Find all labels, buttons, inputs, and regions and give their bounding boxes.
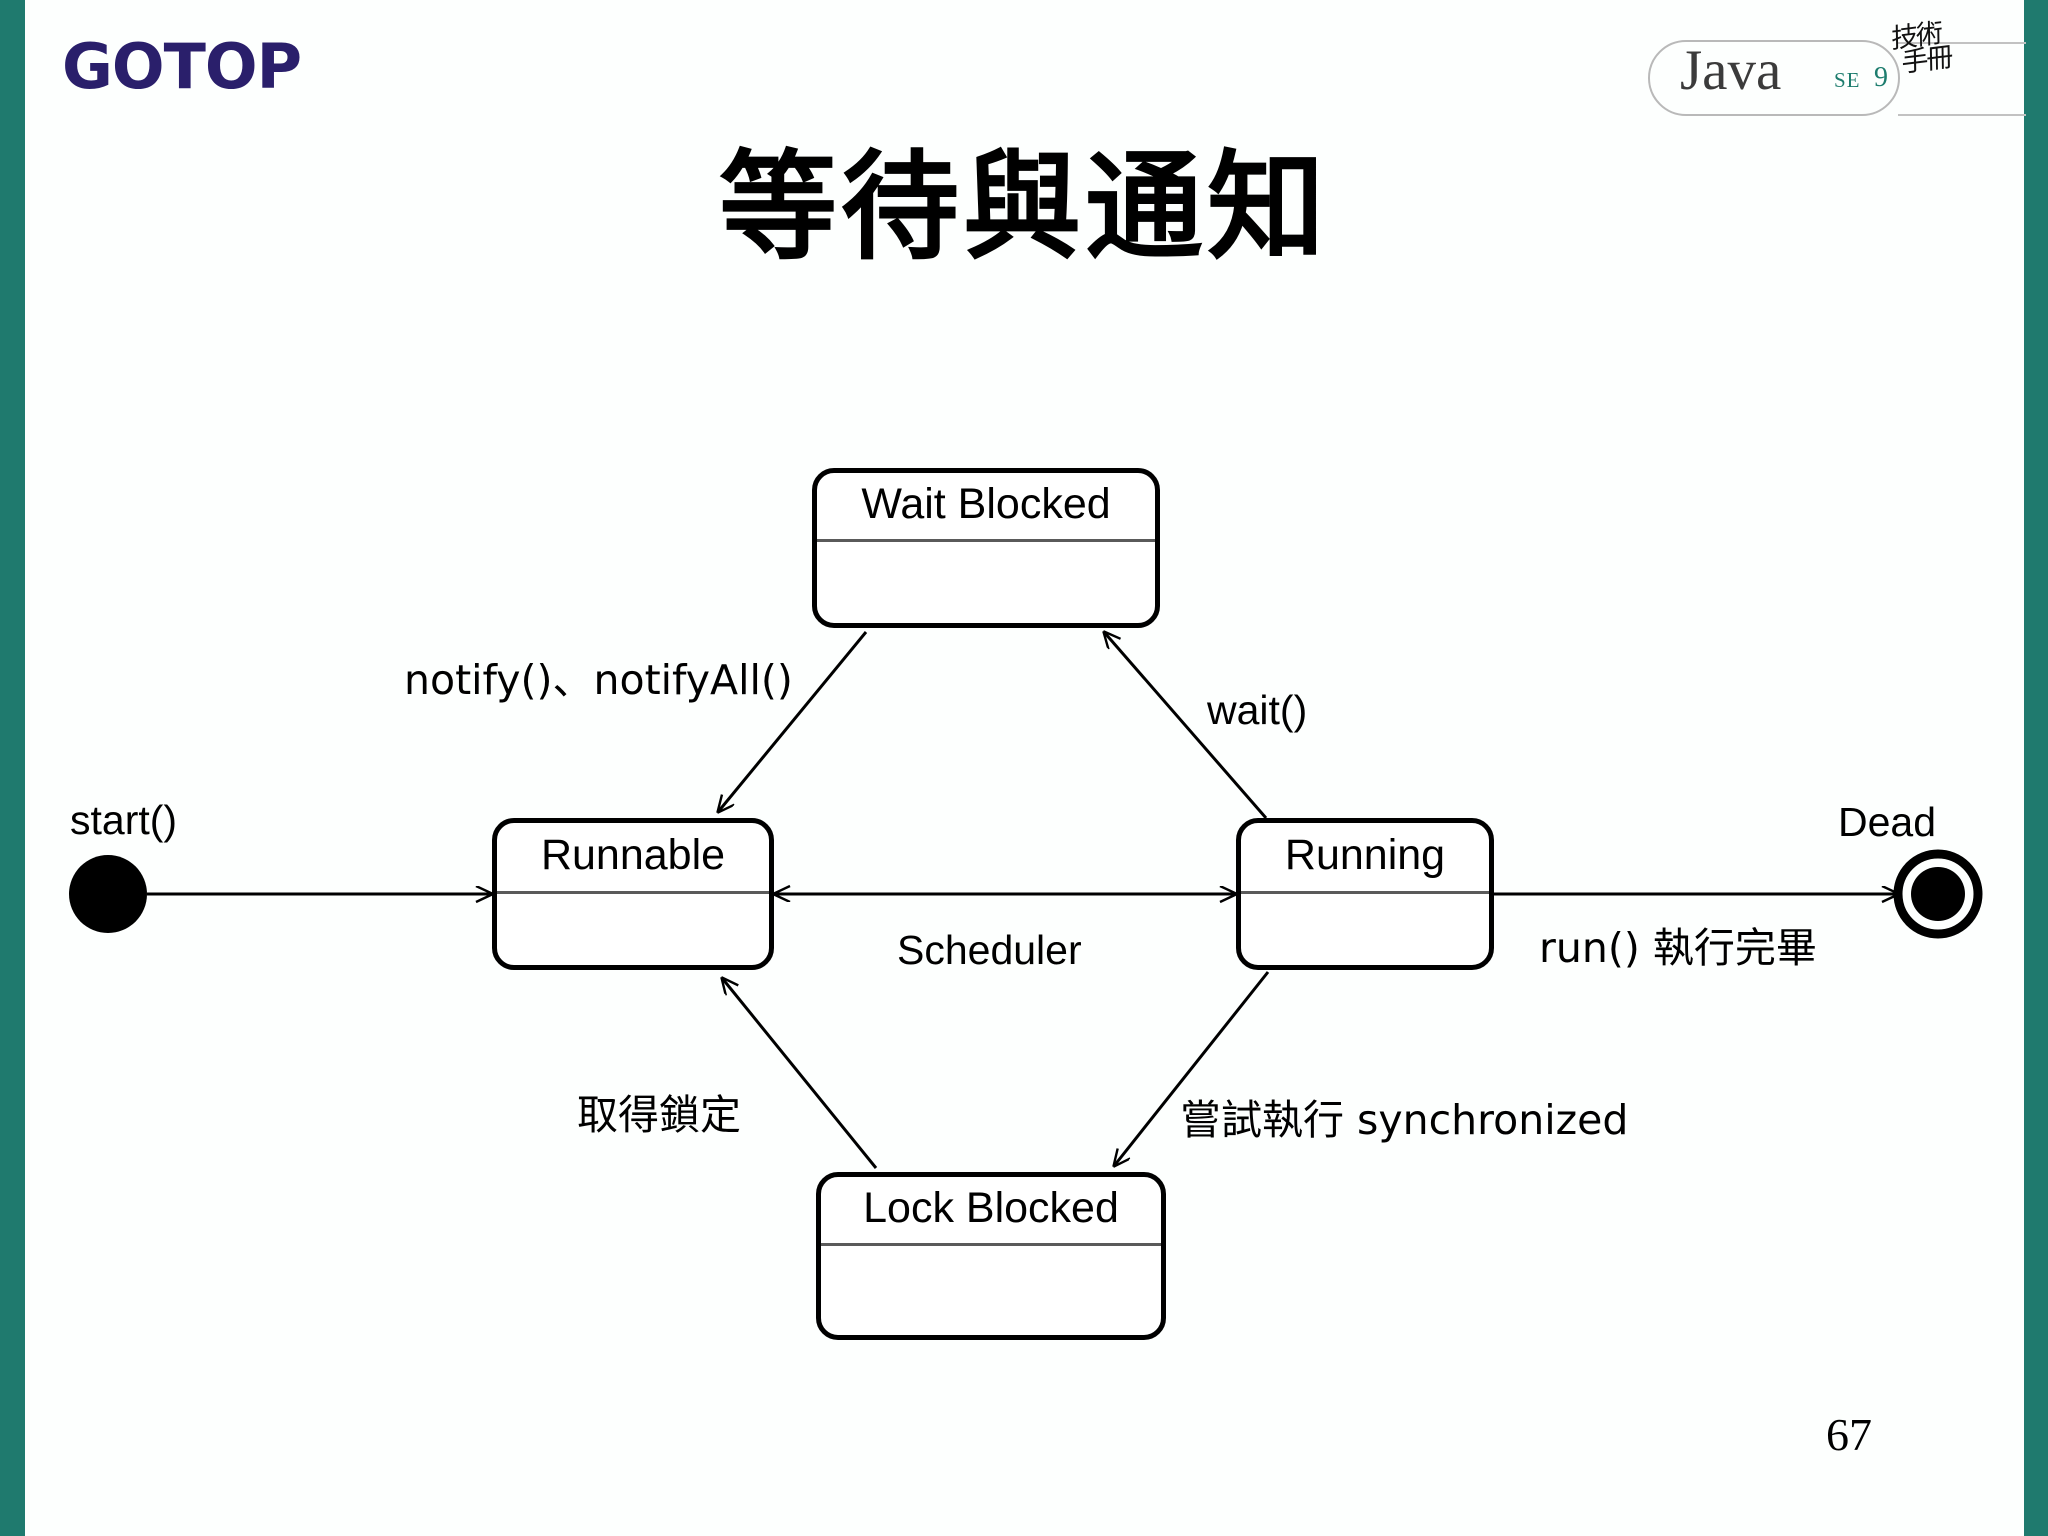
right-accent-stripe [2024,0,2048,1536]
state-lock-blocked-divider [821,1243,1161,1246]
java-se9-logo: Java SE 9 技術 手冊 [1648,18,2026,130]
state-wait-blocked-label: Wait Blocked [861,480,1111,528]
state-running[interactable]: Running [1236,818,1494,970]
java-logo-rule-top [1898,42,2026,44]
page-number: 67 [1826,1409,1872,1460]
label-run-complete: run() 執行完畢 [1539,924,1817,972]
java-version-label: 9 [1874,62,1888,93]
edge-running-to-lockblocked [1114,971,1270,1166]
edge-waitblocked-to-runnable [718,631,868,812]
label-wait: wait() [1207,687,1308,733]
java-logo-pill [1648,40,1900,116]
edge-running-to-waitblocked [1104,632,1268,819]
label-try-synchronized: 嘗試執行 synchronized [1180,1096,1629,1144]
java-wordmark: Java [1680,39,1782,102]
state-lock-blocked[interactable]: Lock Blocked [816,1172,1166,1340]
label-acquire-lock: 取得鎖定 [577,1091,741,1139]
label-start: start() [70,797,178,843]
label-notify-notifyall: notify()、notifyAll() [404,656,793,704]
initial-state-marker [69,855,147,933]
final-state-inner-dot [1911,867,1965,921]
state-lock-blocked-label: Lock Blocked [863,1184,1119,1232]
state-runnable-divider [497,891,769,894]
slide-title: 等待與通知 [718,138,1329,276]
label-scheduler: Scheduler [897,927,1082,973]
label-dead: Dead [1838,799,1937,845]
state-runnable[interactable]: Runnable [492,818,774,970]
state-wait-blocked-divider [817,539,1155,542]
gotop-logo: GOTOP [62,30,302,103]
java-edition-label: SE [1834,68,1861,92]
state-running-divider [1241,891,1489,894]
edge-lockblocked-to-runnable [722,978,878,1169]
state-running-label: Running [1284,831,1446,879]
state-runnable-label: Runnable [540,831,726,879]
state-wait-blocked[interactable]: Wait Blocked [812,468,1160,628]
left-accent-stripe [0,0,25,1536]
java-logo-rule-bottom [1898,114,2026,116]
